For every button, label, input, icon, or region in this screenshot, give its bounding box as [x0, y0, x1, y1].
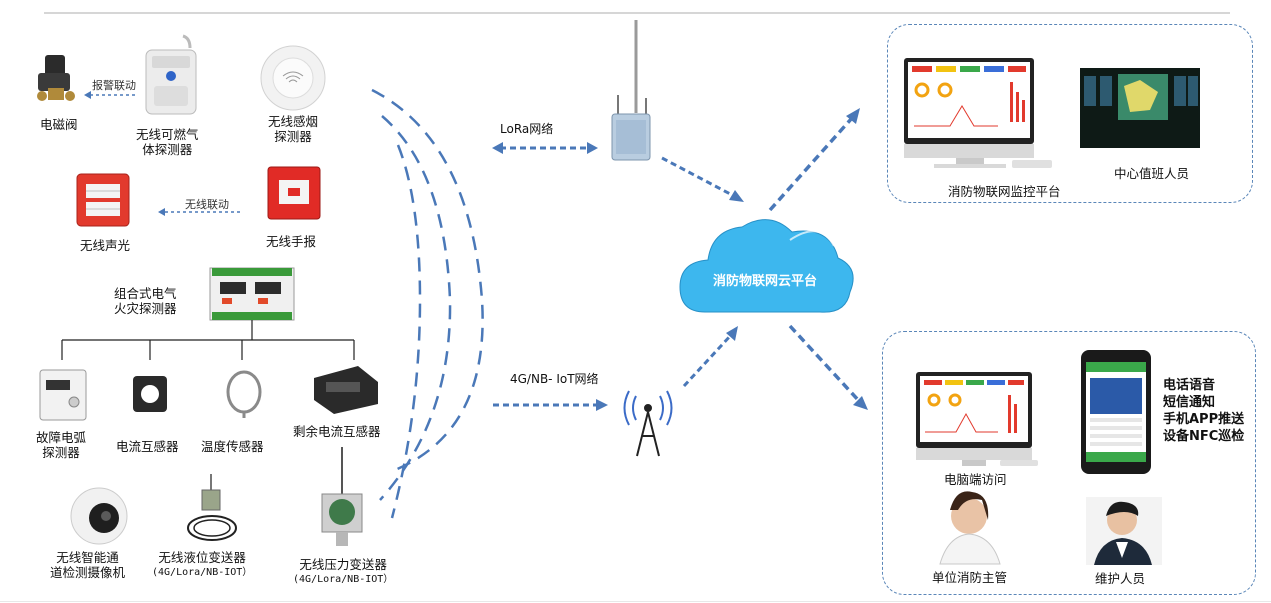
- monitor-platform-label: 消防物联网监控平台: [948, 184, 1061, 199]
- gas-detector-label: 无线可燃气体探测器: [136, 127, 199, 157]
- sound-light-label: 无线声光: [80, 238, 131, 253]
- bottom-divider: [0, 601, 1271, 602]
- notify-app: 手机APP推送: [1163, 412, 1245, 427]
- alarm-link-label: 报警联动: [92, 79, 136, 92]
- wireless-waves: [371, 88, 484, 519]
- iot-arrow: [493, 399, 608, 411]
- monitor-platform-computer-icon: [904, 58, 1052, 168]
- detector-bus-line: [61, 320, 355, 360]
- gas-detector-icon: [145, 34, 197, 115]
- arc-detector-icon: [39, 369, 87, 421]
- notify-voice: 电话语音: [1163, 378, 1216, 393]
- lora-arrow: [492, 142, 598, 154]
- alarm-link-arrow: [84, 91, 135, 99]
- temperature-sensor-icon: [226, 370, 262, 418]
- manager-label: 单位消防主管: [932, 570, 1008, 585]
- residual-current-label: 剩余电流互感器: [293, 424, 381, 439]
- cloud-label: 消防物联网云平台: [712, 274, 817, 289]
- temp-sensor-label: 温度传感器: [201, 439, 264, 454]
- current-transformer-label: 电流互感器: [116, 439, 179, 454]
- electrical-fire-label: 组合式电气火灾探测器: [114, 286, 177, 316]
- electrical-fire-detector-icon: [209, 267, 295, 321]
- manual-alarm-label: 无线手报: [266, 234, 317, 249]
- access-panel: [882, 331, 1256, 595]
- duty-room-icon: [1080, 68, 1200, 148]
- pressure-transmitter-label: 无线压力变送器(4G/Lora/NB-IOT）: [293, 557, 394, 585]
- solenoid-valve-icon: [37, 55, 75, 101]
- top-divider: [44, 12, 1230, 14]
- lora-gateway-icon: [611, 20, 651, 161]
- cloud-icon: [679, 219, 854, 313]
- sound-light-icon: [76, 173, 130, 227]
- level-transmitter-icon: [187, 474, 237, 541]
- cloud-access-arrow: [788, 324, 868, 410]
- iot-label: 4G/NB- IoT网络: [510, 372, 599, 386]
- notify-list: 电话语音 短信通知 手机APP推送 设备NFC巡检: [1163, 377, 1244, 445]
- monitor-platform-panel: [887, 24, 1253, 203]
- pc-access-label: 电脑端访问: [944, 472, 1007, 487]
- smoke-detector-label: 无线感烟探测器: [268, 114, 319, 144]
- notify-nfc: 设备NFC巡检: [1163, 429, 1245, 444]
- arc-detector-label: 故障电弧探测器: [36, 430, 87, 460]
- notify-sms: 短信通知: [1163, 395, 1216, 410]
- manager-person-icon: [939, 491, 1001, 565]
- wireless-link-arrow: [158, 208, 240, 216]
- tower-cloud-arrow: [682, 326, 738, 388]
- phone-icon: [1081, 350, 1151, 474]
- duty-staff-label: 中心值班人员: [1114, 166, 1190, 181]
- camera-label: 无线智能通道检测摄像机: [50, 550, 126, 580]
- pressure-transmitter-icon: [321, 447, 363, 546]
- smoke-detector-icon: [260, 45, 326, 111]
- camera-icon: [70, 487, 128, 545]
- wireless-link-label: 无线联动: [185, 198, 229, 211]
- cloud-platform-arrow: [768, 108, 860, 212]
- maintenance-person-icon: [1086, 497, 1162, 565]
- maintenance-label: 维护人员: [1095, 571, 1146, 586]
- iot-tower-icon: [623, 390, 673, 457]
- gateway-cloud-arrow: [661, 156, 744, 202]
- lora-label: LoRa网络: [500, 122, 554, 136]
- pc-access-computer-icon: [916, 372, 1038, 466]
- manual-alarm-icon: [267, 166, 321, 220]
- residual-current-icon: [314, 366, 378, 414]
- current-transformer-icon: [133, 376, 167, 412]
- level-transmitter-label: 无线液位变送器(4G/Lora/NB-IOT）: [152, 550, 253, 578]
- solenoid-valve-label: 电磁阀: [40, 117, 78, 132]
